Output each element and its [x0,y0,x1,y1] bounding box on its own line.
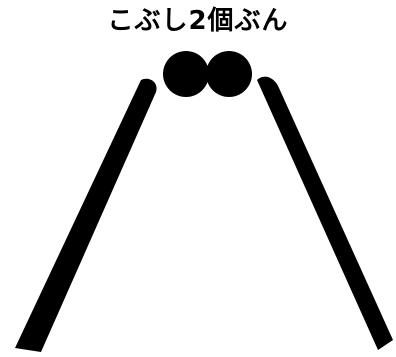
right-fist-circle [206,51,252,97]
right-leg-line [257,77,393,350]
left-leg-line [15,79,157,352]
left-fist-circle [163,51,209,97]
